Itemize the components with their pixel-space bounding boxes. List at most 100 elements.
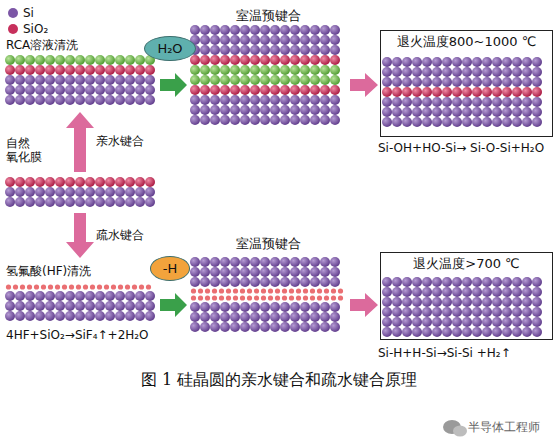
atom xyxy=(230,322,240,332)
atom xyxy=(432,117,442,127)
atom xyxy=(85,187,95,197)
atom xyxy=(270,45,280,55)
atom xyxy=(240,115,250,125)
atom xyxy=(382,77,392,87)
atom xyxy=(65,311,75,321)
atom xyxy=(75,65,85,75)
atom xyxy=(230,35,240,45)
atom xyxy=(532,287,542,297)
atom xyxy=(280,85,290,95)
atom xyxy=(198,288,203,293)
atom xyxy=(442,77,452,87)
atom xyxy=(15,197,25,207)
atom xyxy=(35,301,45,311)
atom xyxy=(382,277,392,287)
atom xyxy=(462,97,472,107)
atom xyxy=(230,65,240,75)
atom xyxy=(324,295,329,300)
atom xyxy=(75,177,85,187)
atom xyxy=(512,57,522,67)
atom xyxy=(330,45,340,55)
atom xyxy=(280,277,290,287)
atom xyxy=(432,277,442,287)
atom xyxy=(25,197,35,207)
atom xyxy=(210,105,220,115)
atom xyxy=(270,312,280,322)
atom xyxy=(392,77,402,87)
atom xyxy=(392,57,402,67)
label: Si-OH+HO-Si→ Si-O-Si+H₂O xyxy=(378,141,544,155)
pink-arrow xyxy=(350,293,378,317)
atom xyxy=(65,301,75,311)
atom xyxy=(289,288,294,293)
atom xyxy=(412,117,422,127)
atom xyxy=(442,277,452,287)
atom xyxy=(442,297,452,307)
label: 氢氟酸(HF)清洗 xyxy=(6,264,91,278)
atom xyxy=(75,301,85,311)
atom xyxy=(135,95,145,105)
atom xyxy=(55,55,65,65)
atom xyxy=(135,65,145,75)
atom xyxy=(145,65,155,75)
atom xyxy=(532,67,542,77)
atom xyxy=(240,85,250,95)
atom xyxy=(522,297,532,307)
atom xyxy=(260,35,270,45)
atom xyxy=(25,291,35,301)
atom xyxy=(330,35,340,45)
atom xyxy=(75,85,85,95)
atom xyxy=(270,277,280,287)
atom xyxy=(442,107,452,117)
atom xyxy=(5,291,15,301)
atom xyxy=(27,284,32,289)
atom xyxy=(230,85,240,95)
atom xyxy=(452,277,462,287)
atom xyxy=(324,288,329,293)
atom xyxy=(190,55,200,65)
legend-text: Si xyxy=(23,6,34,20)
node-text: 退火温度>700 ℃ xyxy=(381,255,552,273)
atom xyxy=(382,307,392,317)
atom xyxy=(230,267,240,277)
atom xyxy=(472,297,482,307)
atom xyxy=(5,311,15,321)
atom xyxy=(280,75,290,85)
atom xyxy=(48,284,53,289)
atom xyxy=(532,97,542,107)
atom xyxy=(522,77,532,87)
atom xyxy=(320,302,330,312)
atom xyxy=(41,284,46,289)
atom xyxy=(15,311,25,321)
atom xyxy=(125,291,135,301)
atom xyxy=(290,277,300,287)
green-arrow xyxy=(160,293,187,317)
atom xyxy=(145,85,155,95)
atom xyxy=(310,277,320,287)
atom xyxy=(392,317,402,327)
atom xyxy=(282,288,287,293)
atom xyxy=(230,302,240,312)
atom xyxy=(268,295,273,300)
atom xyxy=(190,277,200,287)
atom xyxy=(422,327,432,337)
atom xyxy=(111,284,116,289)
atom xyxy=(240,288,245,293)
atom xyxy=(115,291,125,301)
atom xyxy=(135,197,145,207)
atom xyxy=(382,67,392,77)
atom xyxy=(462,57,472,67)
atom xyxy=(190,95,200,105)
atom xyxy=(250,115,260,125)
atom xyxy=(432,107,442,117)
atom xyxy=(145,291,155,301)
atom xyxy=(25,55,35,65)
atom xyxy=(45,75,55,85)
atom xyxy=(191,288,196,293)
atom xyxy=(392,117,402,127)
atom xyxy=(412,57,422,67)
atom xyxy=(512,97,522,107)
atom xyxy=(330,322,340,332)
label: 自然 氧化膜 xyxy=(6,136,46,165)
atom xyxy=(105,301,115,311)
